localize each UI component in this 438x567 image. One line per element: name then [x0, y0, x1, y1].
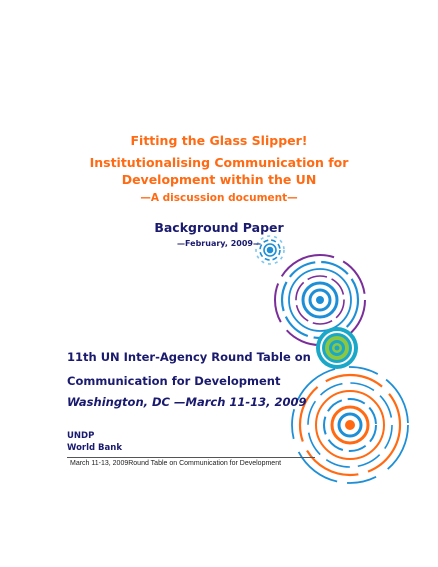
large-orange-blue-circles — [291, 366, 409, 484]
large-blue-purple-circles — [274, 254, 366, 346]
title-line-2a: Institutionalising Communication for — [89, 155, 349, 170]
title-line-2b: Development within the UN — [121, 172, 317, 187]
small-blue-circles — [255, 235, 285, 265]
title-line-1: Fitting the Glass Slipper! — [130, 133, 308, 148]
footer-text: March 11-13, 2009Round Table on Communic… — [70, 460, 282, 467]
title-line-2: Institutionalising Communication for Dev… — [40, 154, 398, 188]
roundtable-line-1: 11th UN Inter-Agency Round Table on — [67, 350, 311, 364]
roundtable-line-2: Communication for Development — [67, 374, 281, 388]
green-teal-circles — [316, 327, 358, 369]
footer-rule — [67, 457, 315, 458]
subtitle: —A discussion document— — [140, 192, 298, 204]
background-paper-date: —February, 2009— — [177, 239, 261, 248]
roundtable-location: Washington, DC —March 11-13, 2009 — [67, 395, 307, 409]
organization-undp: UNDP — [67, 431, 95, 441]
organization-world-bank: World Bank — [67, 443, 122, 453]
background-paper-heading: Background Paper — [154, 220, 284, 235]
